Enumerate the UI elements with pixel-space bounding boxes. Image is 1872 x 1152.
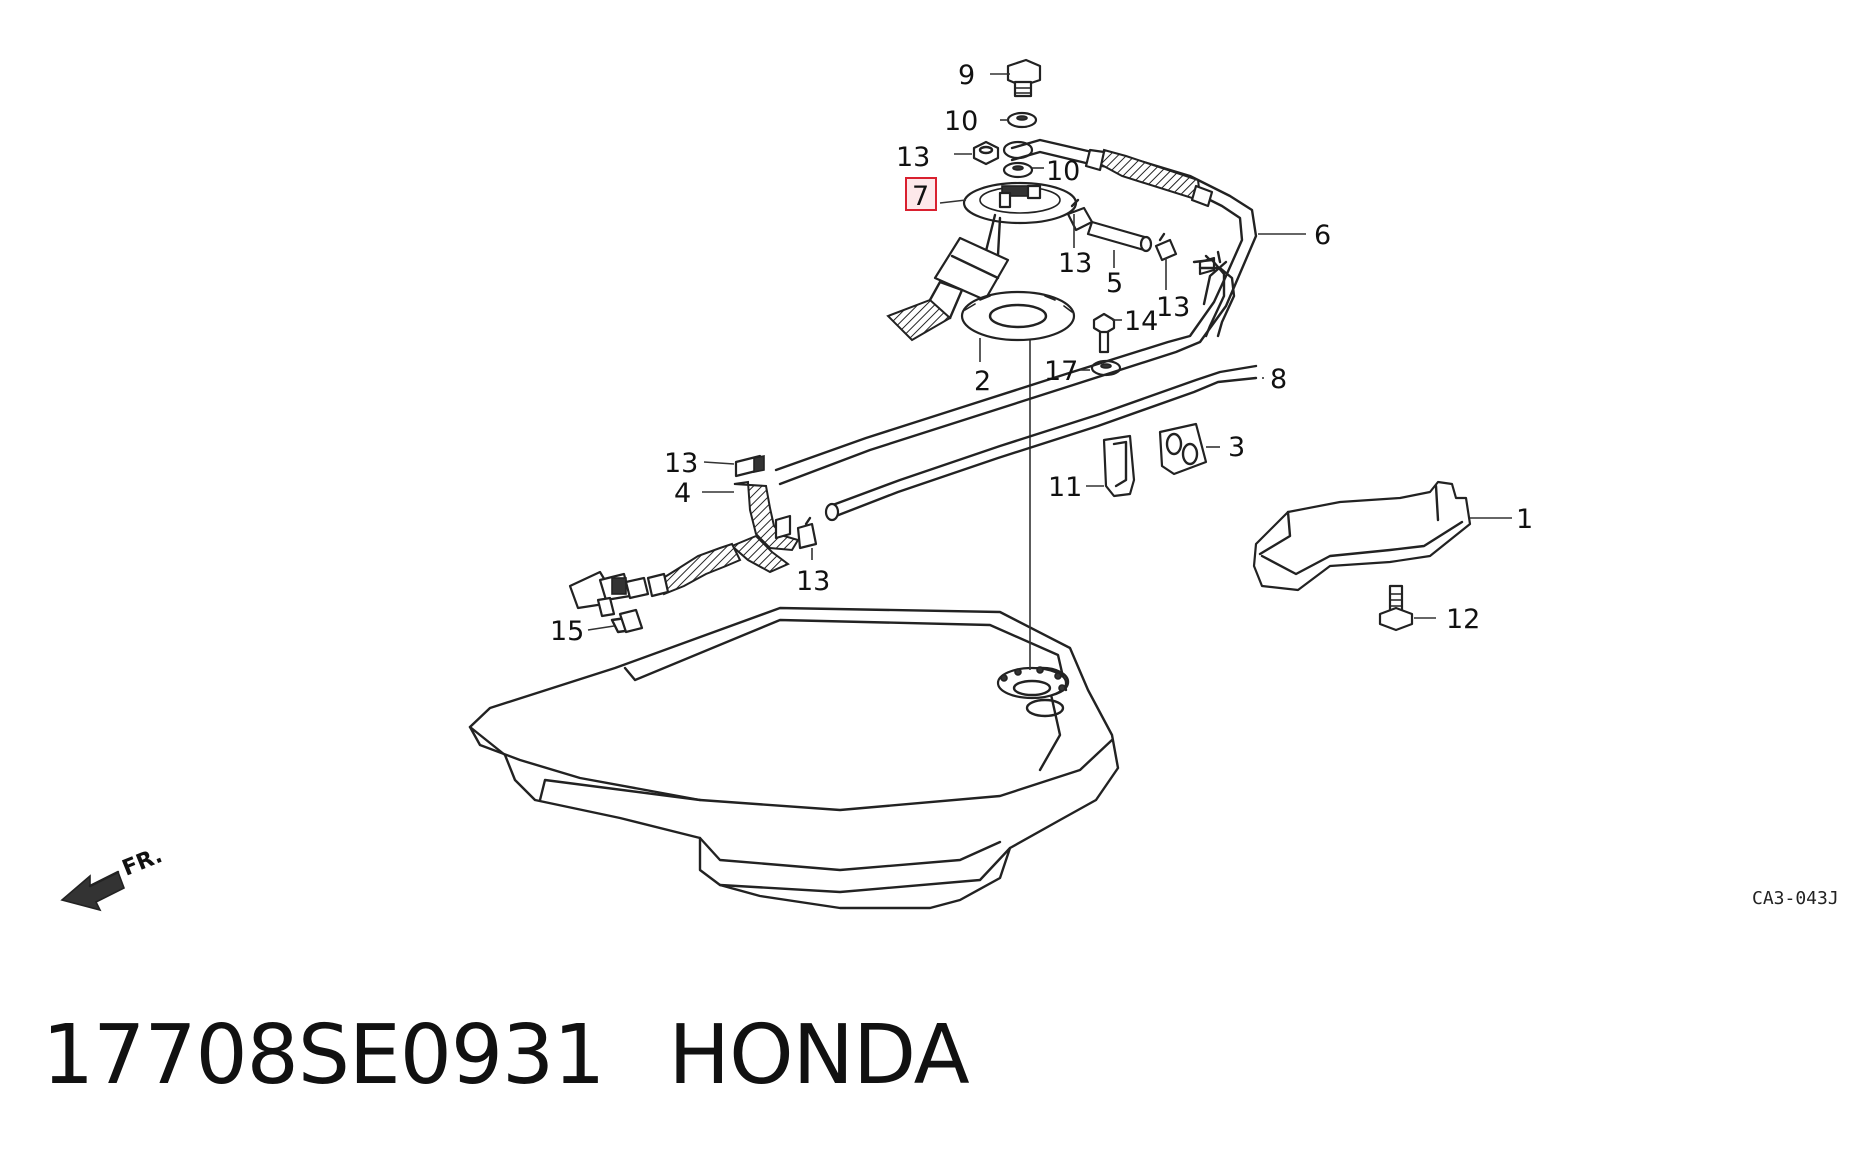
callout-4: 4 [674, 478, 691, 509]
callout-3: 3 [1228, 432, 1245, 463]
bolt-12 [1378, 584, 1414, 632]
callout-7: 7 [912, 181, 929, 212]
washer-17 [1090, 359, 1122, 377]
hose-5 [1086, 220, 1153, 253]
return-pipe-8 [824, 364, 1258, 522]
tank-pump-flange [996, 666, 1068, 700]
clamp-13-c [734, 454, 765, 478]
callouts: 9 10 13 10 7 13 5 14 13 6 2 17 8 3 11 1 … [550, 60, 1533, 647]
fuel-filter-15 [568, 570, 650, 634]
figure-code: CA3-043J [1752, 888, 1839, 909]
callout-17: 17 [1044, 356, 1078, 387]
callout-14: 14 [1124, 306, 1158, 337]
clamp-13-d [796, 516, 818, 550]
bolt-14 [1092, 312, 1116, 354]
brand-name: HONDA [668, 1008, 969, 1103]
leader-lines [587, 73, 1512, 631]
callout-10-upper: 10 [944, 106, 978, 137]
clamp-13-b [1154, 232, 1178, 262]
nut-16 [972, 140, 1000, 166]
front-direction-label: FR. [119, 843, 166, 881]
callout-8: 8 [1270, 364, 1287, 395]
callout-13-b: 13 [1156, 292, 1190, 323]
callout-2: 2 [974, 366, 991, 397]
front-direction-arrow: FR. [60, 843, 166, 912]
clip-11 [1102, 434, 1136, 498]
washer-10-lower [1002, 161, 1034, 179]
callout-1: 1 [1516, 504, 1533, 535]
lock-ring [960, 290, 1076, 342]
callout-6: 6 [1314, 220, 1331, 251]
fuel-tank [468, 606, 1120, 910]
callout-13-c: 13 [664, 448, 698, 479]
callout-9: 9 [958, 60, 975, 91]
grommet-3 [1158, 422, 1208, 476]
callout-13-a: 13 [1058, 248, 1092, 279]
callout-11: 11 [1048, 472, 1082, 503]
callout-12: 12 [1446, 604, 1480, 635]
highlight-box [905, 177, 937, 211]
guard-plate-1 [1252, 480, 1472, 592]
callout-5: 5 [1106, 268, 1123, 299]
part-caption: 17708SE0931 HONDA [42, 1008, 970, 1103]
hose-4 [646, 480, 800, 598]
callout-15: 15 [550, 616, 584, 647]
bolt-9 [1006, 58, 1042, 98]
callout-10-lower: 10 [1046, 156, 1080, 187]
washer-10-upper [1006, 111, 1038, 129]
part-number: 17708SE0931 [42, 1008, 605, 1103]
callout-16: 13 [896, 142, 930, 173]
callout-13-d: 13 [796, 566, 830, 597]
fuel-pump-assembly [886, 181, 1078, 342]
feed-pipe-6 [774, 138, 1258, 486]
